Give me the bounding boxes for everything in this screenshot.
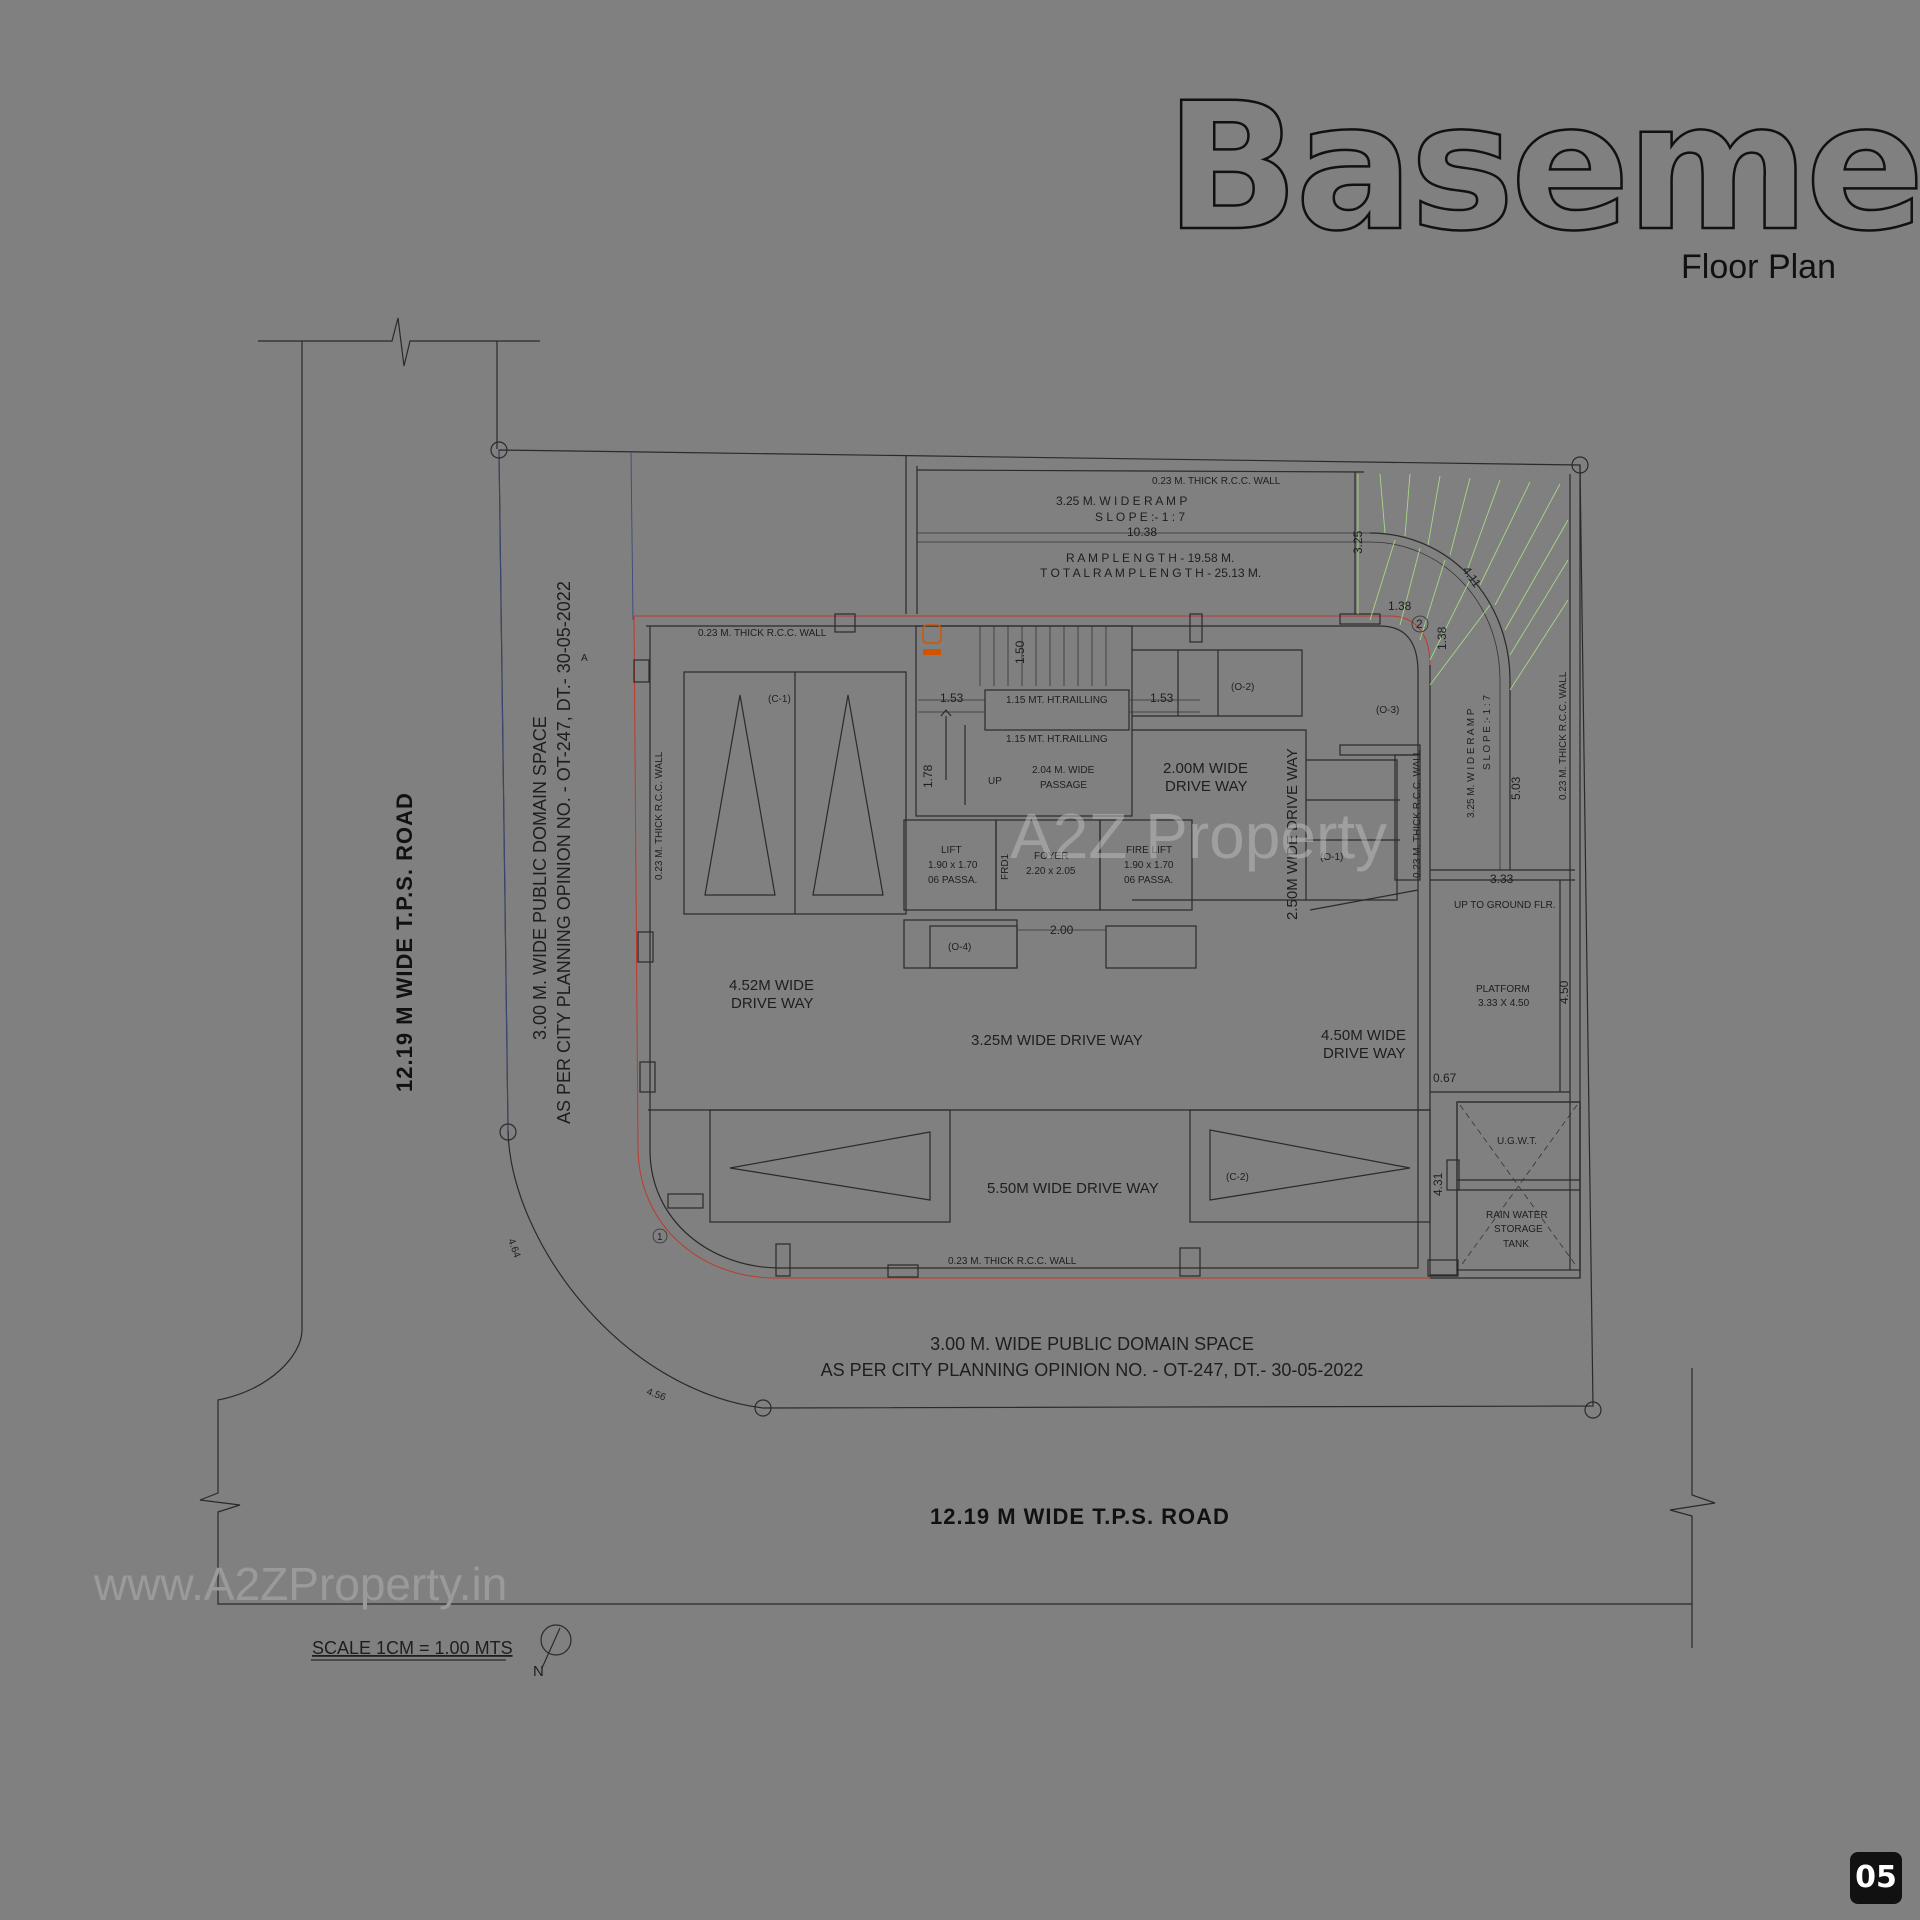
ramp-right-up: UP TO GROUND FLR. — [1454, 900, 1556, 911]
ramp-dim-4-11: 4.11 — [1460, 564, 1485, 591]
label-a: A — [581, 653, 588, 664]
north-label: N — [533, 1663, 544, 1680]
label-o1: (O-1) — [1320, 852, 1343, 863]
core-dim-1-53a: 1.53 — [940, 691, 964, 705]
left-road-lines — [199, 317, 1716, 1648]
ramp-dim-3-25: 3.25 — [1351, 530, 1365, 554]
road-left-label: 12.19 M WIDE T.P.S. ROAD — [392, 792, 417, 1092]
north-arrow-icon — [540, 1624, 572, 1669]
wall-label-top-inner: 0.23 M. THICK R.C.C. WALL — [698, 628, 827, 639]
wall-label-right-outer: 0.23 M. THICK R.C.C. WALL — [1558, 671, 1569, 800]
public-space-bottom-line2: AS PER CITY PLANNING OPINION NO. - OT-24… — [821, 1360, 1364, 1380]
public-space-bottom-line1: 3.00 M. WIDE PUBLIC DOMAIN SPACE — [930, 1334, 1254, 1354]
dim-0-67: 0.67 — [1433, 1071, 1457, 1085]
railing-2: 1.15 MT. HT.RAILLING — [1006, 734, 1108, 745]
area-labels: (O-2) (O-3) (O-1) A 2.00M WIDE DRIVE WAY… — [505, 653, 1406, 1404]
ramp-dim-3-33: 3.33 — [1490, 872, 1514, 886]
page-subtitle: Floor Plan — [1681, 248, 1836, 286]
driveway-452-l2: DRIVE WAY — [731, 995, 814, 1012]
ugwt-label: U.G.W.T. — [1497, 1136, 1537, 1147]
road-bottom-label: 12.19 M WIDE T.P.S. ROAD — [930, 1504, 1230, 1529]
core-dim-1-53b: 1.53 — [1150, 691, 1174, 705]
wall-label-bottom: 0.23 M. THICK R.C.C. WALL — [948, 1256, 1077, 1267]
label-o2: (O-2) — [1231, 682, 1254, 693]
scale-label: SCALE 1CM = 1.00 MTS — [312, 1638, 513, 1658]
driveway-325: 3.25M WIDE DRIVE WAY — [971, 1032, 1143, 1049]
curve-dim-4-64: 4.64 — [505, 1237, 522, 1259]
ramp-top-dim-length: 10.38 — [1127, 525, 1157, 539]
lift-1: LIFT — [941, 845, 962, 856]
driveway-450-l2: DRIVE WAY — [1323, 1045, 1406, 1062]
ramp-top-width: 3.25 M. W I D E R A M P — [1056, 494, 1187, 508]
platform-dim-4-50: 4.50 — [1557, 980, 1571, 1004]
lift-3: 06 PASSA. — [928, 875, 977, 886]
dim-4-31: 4.31 — [1431, 1172, 1445, 1196]
label-c1: (C-1) — [768, 694, 791, 705]
fire-extinguisher-icon — [922, 624, 942, 655]
driveway-450-l1: 4.50M WIDE — [1321, 1027, 1406, 1044]
passage-l1: 2.04 M. WIDE — [1032, 765, 1095, 776]
fire-lift-2: 1.90 x 1.70 — [1124, 860, 1174, 871]
label-c2: (C-2) — [1226, 1172, 1249, 1183]
fire-lift-3: 06 PASSA. — [1124, 875, 1173, 886]
ramp-top-length: R A M P L E N G T H - 19.58 M. — [1066, 551, 1234, 565]
foyer-2: 2.20 x 2.05 — [1026, 866, 1076, 877]
watermark-brand: A2Z Property — [1010, 800, 1387, 872]
rain-tank-1: RAIN WATER — [1486, 1210, 1548, 1221]
public-space-left-line1: 3.00 M. WIDE PUBLIC DOMAIN SPACE — [530, 716, 550, 1040]
marker-1: 1 — [657, 1232, 663, 1243]
rain-tank-3: TANK — [1503, 1239, 1529, 1250]
passage-l2: PASSAGE — [1040, 780, 1087, 791]
page-title: Basement — [1165, 65, 1920, 270]
driveway-452-l1: 4.52M WIDE — [729, 977, 814, 994]
wall-label-right-inner: 0.23 M. THICK R.C.C. WALL — [1412, 749, 1423, 878]
watermark-url: www.A2ZProperty.in — [93, 1558, 507, 1610]
wall-label-left: 0.23 M. THICK R.C.C. WALL — [654, 751, 665, 880]
driveway-200-l1: 2.00M WIDE — [1163, 760, 1248, 777]
tanks: U.G.W.T. RAIN WATER STORAGE TANK 4.31 — [1431, 1101, 1581, 1271]
public-space-left-line2: AS PER CITY PLANNING OPINION NO. - OT-24… — [554, 581, 574, 1124]
lift-2: 1.90 x 1.70 — [928, 860, 978, 871]
core-up: UP — [988, 776, 1002, 787]
ramp-dim-1-38b: 1.38 — [1435, 626, 1449, 650]
ramp-right-slope: S L O P E :- 1 : 7 — [1482, 695, 1493, 770]
ramp-top-total: T O T A L R A M P L E N G T H - 25.13 M. — [1040, 566, 1261, 580]
core-dim-1-78: 1.78 — [921, 764, 935, 788]
driveway-550: 5.50M WIDE DRIVE WAY — [987, 1180, 1159, 1197]
curve-dim-4-56: 4.56 — [645, 1386, 667, 1403]
frd-label: FRD1 — [1000, 853, 1011, 880]
label-o3: (O-3) — [1376, 705, 1399, 716]
ramp-right-width: 3.25 M. W I D E R A M P — [1466, 708, 1477, 818]
rain-tank-2: STORAGE — [1494, 1224, 1543, 1235]
label-o4: (O-4) — [948, 942, 971, 953]
ramp-dim-1-38a: 1.38 — [1388, 599, 1412, 613]
ramp-dim-5-03: 5.03 — [1509, 776, 1523, 800]
platform-size: 3.33 X 4.50 — [1478, 998, 1530, 1009]
fire-lift-1: FIRE LIFT — [1126, 845, 1172, 856]
foyer-1: FOYER — [1034, 851, 1068, 862]
wall-label-top-outer: 0.23 M. THICK R.C.C. WALL — [1152, 476, 1281, 487]
right-ramp: 3.25 M. W I D E R A M P S L O P E :- 1 :… — [1412, 671, 1575, 1093]
page-number-badge: 05 — [1850, 1852, 1902, 1904]
parking-c1: (C-1) — [683, 671, 907, 915]
central-core: 1.15 MT. HT.RAILLING 1.15 MT. HT.RAILLIN… — [903, 625, 1421, 969]
plot-boundary — [490, 441, 1602, 1419]
driveway-250: 2.50M WIDE DRIVE WAY — [1284, 748, 1301, 920]
top-ramp: 0.23 M. THICK R.C.C. WALL 3.25 M. W I D … — [905, 456, 1569, 870]
ramp-top-slope: S L O P E :- 1 : 7 — [1095, 510, 1185, 524]
parking-bottom: (C-2) — [648, 1109, 1431, 1223]
core-dim-1-50: 1.50 — [1013, 640, 1027, 664]
platform-label: PLATFORM — [1476, 984, 1530, 995]
driveway-200-l2: DRIVE WAY — [1165, 778, 1248, 795]
railing-1: 1.15 MT. HT.RAILLING — [1006, 695, 1108, 706]
marker-2: 2 — [1416, 617, 1423, 631]
